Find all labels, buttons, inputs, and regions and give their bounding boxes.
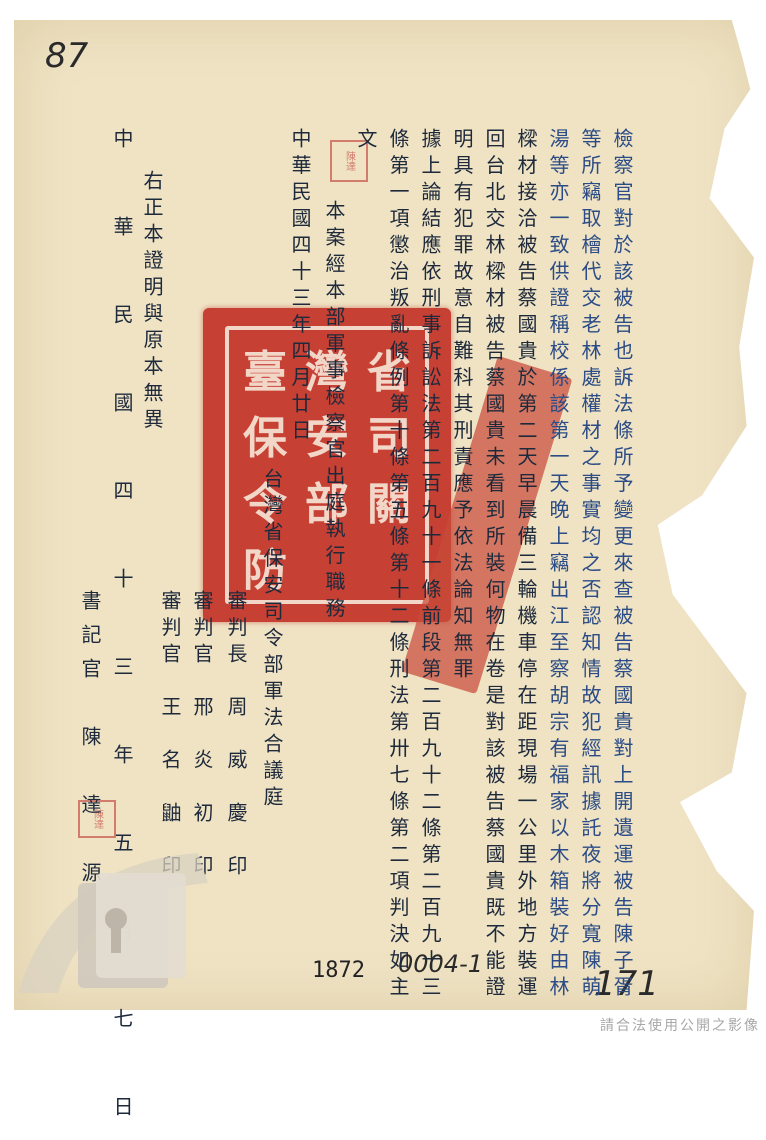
stamped-document-number: 1872 — [312, 958, 365, 983]
body-column-8: 條第一項懲治叛亂條例第十條第五條第十二條刑法第卅七條第二項判決如主 — [386, 128, 410, 1003]
seal-character: 省 — [367, 347, 411, 398]
body-column-2: 等所竊取檜代交老林處權材之事實均之否認知情故犯經訊據託夜將分寬陳萌 — [578, 128, 602, 1003]
archive-watermark-icon — [18, 853, 208, 993]
certification-statement: 右正本證明與原本無異 — [140, 170, 164, 435]
small-seal-top: 陳達 — [330, 140, 368, 182]
presiding-judge: 審判長 周 威 慶 印 — [224, 590, 248, 882]
judge-wang: 審判官 王 名 鼬 印 — [158, 590, 182, 882]
seal-character: 灣 — [305, 347, 349, 398]
body-column-10: 本案經本部軍事檢察官出庭執行職務 — [322, 200, 346, 624]
body-column-5: 回台北交林樑材被告蔡國貴未看到所裝何物在卷是對該被告蔡國貴既不能證 — [482, 128, 506, 1003]
seal-character: 令 — [243, 479, 287, 530]
small-seal-bottom: 陳達 — [78, 800, 116, 838]
handwritten-page-number: 87 — [45, 36, 89, 76]
body-column-6: 明具有犯罪故意自難科其刑責應予依法論知無罪 — [450, 128, 474, 685]
seal-character: 關 — [367, 479, 411, 530]
clerk-name: 書記官 陳 達 源 — [78, 590, 102, 896]
usage-notice: 請合法使用公開之影像 — [600, 1018, 760, 1034]
body-column-9: 文 — [354, 128, 378, 155]
handwritten-reference: 0004-1 — [398, 950, 484, 978]
seal-character: 安 — [305, 413, 349, 464]
seal-character: 司 — [367, 413, 411, 464]
body-column-7: 據上論結應依刑事訴訟法第二百九十一條前段第二百九十二條第二百九十三 — [418, 128, 442, 1003]
court-name: 台灣省保安司令部軍法合議庭 — [260, 468, 284, 813]
seal-character: 防 — [243, 545, 287, 596]
seal-character: 臺 — [243, 347, 287, 398]
body-column-3: 湯等亦一致供證稱校係該第一天晚上竊出江至察胡宗有福家以木箱裝好由林 — [546, 128, 570, 1003]
seal-character: 保 — [243, 413, 287, 464]
official-seal: 臺灣省保安司令部關防 — [203, 308, 451, 622]
body-column-4: 樑材接洽被告蔡國貴於第二天早晨備三輪機車停在距現場一公里外地方裝運 — [514, 128, 538, 1003]
seal-character: 部 — [305, 479, 349, 530]
judge-xing: 審判官 邢 炎 初 印 — [190, 590, 214, 882]
handwritten-folio: 171 — [594, 964, 659, 1004]
body-column-1: 檢察官對於該被告也訴法條所予變更來查被告蔡國貴對上開遺運被告陳子胥 — [610, 128, 634, 1003]
judgment-date: 中華民國四十三年四月廿日 — [288, 128, 312, 446]
